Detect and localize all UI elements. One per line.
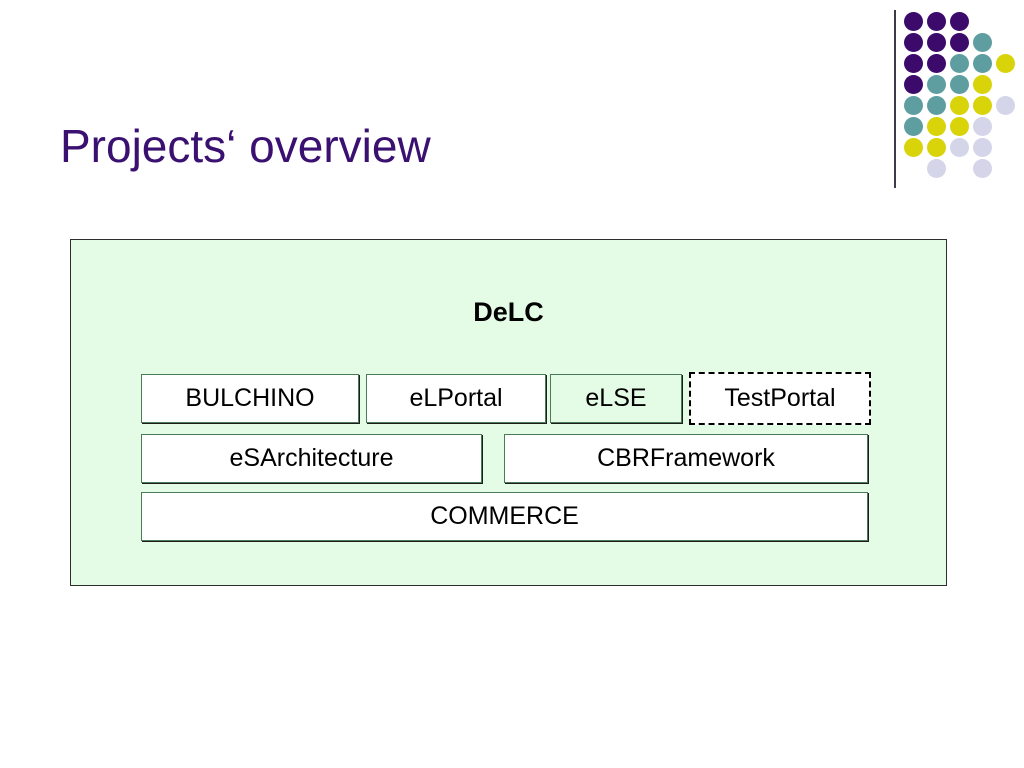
project-box-label: COMMERCE xyxy=(430,502,579,530)
delc-heading: DeLC xyxy=(473,297,544,327)
logo-dot-lavender xyxy=(950,138,969,157)
project-box-bulchino[interactable]: BULCHINO xyxy=(141,374,359,423)
logo-dot-lavender xyxy=(996,96,1015,115)
project-box-label: CBRFramework xyxy=(597,444,775,472)
logo-dot-teal xyxy=(927,75,946,94)
project-box-label: TestPortal xyxy=(724,384,836,412)
project-box-elportal[interactable]: eLPortal xyxy=(366,374,546,423)
logo-dot-teal xyxy=(973,33,992,52)
logo xyxy=(886,8,1016,188)
logo-dot-lavender xyxy=(927,159,946,178)
logo-dot-teal xyxy=(904,96,923,115)
page-title: Projects‘ overview xyxy=(60,119,431,172)
logo-dot-yellow xyxy=(973,75,992,94)
project-box-else[interactable]: eLSE xyxy=(550,374,682,423)
logo-dot-purple xyxy=(904,12,923,31)
logo-dot-teal xyxy=(950,75,969,94)
project-box-label: eLSE xyxy=(585,384,647,412)
logo-dot-purple xyxy=(904,33,923,52)
logo-dot-purple xyxy=(950,12,969,31)
logo-dot-grid xyxy=(904,12,1016,184)
logo-dot-yellow xyxy=(996,54,1015,73)
logo-dot-teal xyxy=(973,54,992,73)
logo-dot-yellow xyxy=(927,117,946,136)
project-box-esarchitecture[interactable]: eSArchitecture xyxy=(141,434,482,483)
logo-dot-purple xyxy=(950,33,969,52)
logo-dot-yellow xyxy=(950,117,969,136)
logo-dot-lavender xyxy=(973,117,992,136)
logo-dot-purple xyxy=(904,54,923,73)
project-box-commerce[interactable]: COMMERCE xyxy=(141,492,868,541)
logo-dot-yellow xyxy=(904,138,923,157)
project-box-label: eLPortal xyxy=(409,384,503,412)
project-box-label: eSArchitecture xyxy=(229,444,394,472)
logo-dot-purple xyxy=(904,75,923,94)
logo-dot-yellow xyxy=(950,96,969,115)
logo-dot-teal xyxy=(927,96,946,115)
logo-divider-line xyxy=(894,10,896,188)
logo-dot-teal xyxy=(950,54,969,73)
project-box-label: BULCHINO xyxy=(185,384,315,412)
logo-dot-yellow xyxy=(927,138,946,157)
logo-dot-purple xyxy=(927,12,946,31)
logo-dot-teal xyxy=(904,117,923,136)
logo-dot-lavender xyxy=(973,159,992,178)
logo-dot-yellow xyxy=(973,96,992,115)
logo-dot-lavender xyxy=(973,138,992,157)
delc-panel: DeLC BULCHINO eLPortal eLSE TestPortal e… xyxy=(70,239,947,586)
project-box-cbrframework[interactable]: CBRFramework xyxy=(504,434,868,483)
project-box-testportal[interactable]: TestPortal xyxy=(689,372,871,425)
logo-dot-purple xyxy=(927,33,946,52)
logo-dot-purple xyxy=(927,54,946,73)
